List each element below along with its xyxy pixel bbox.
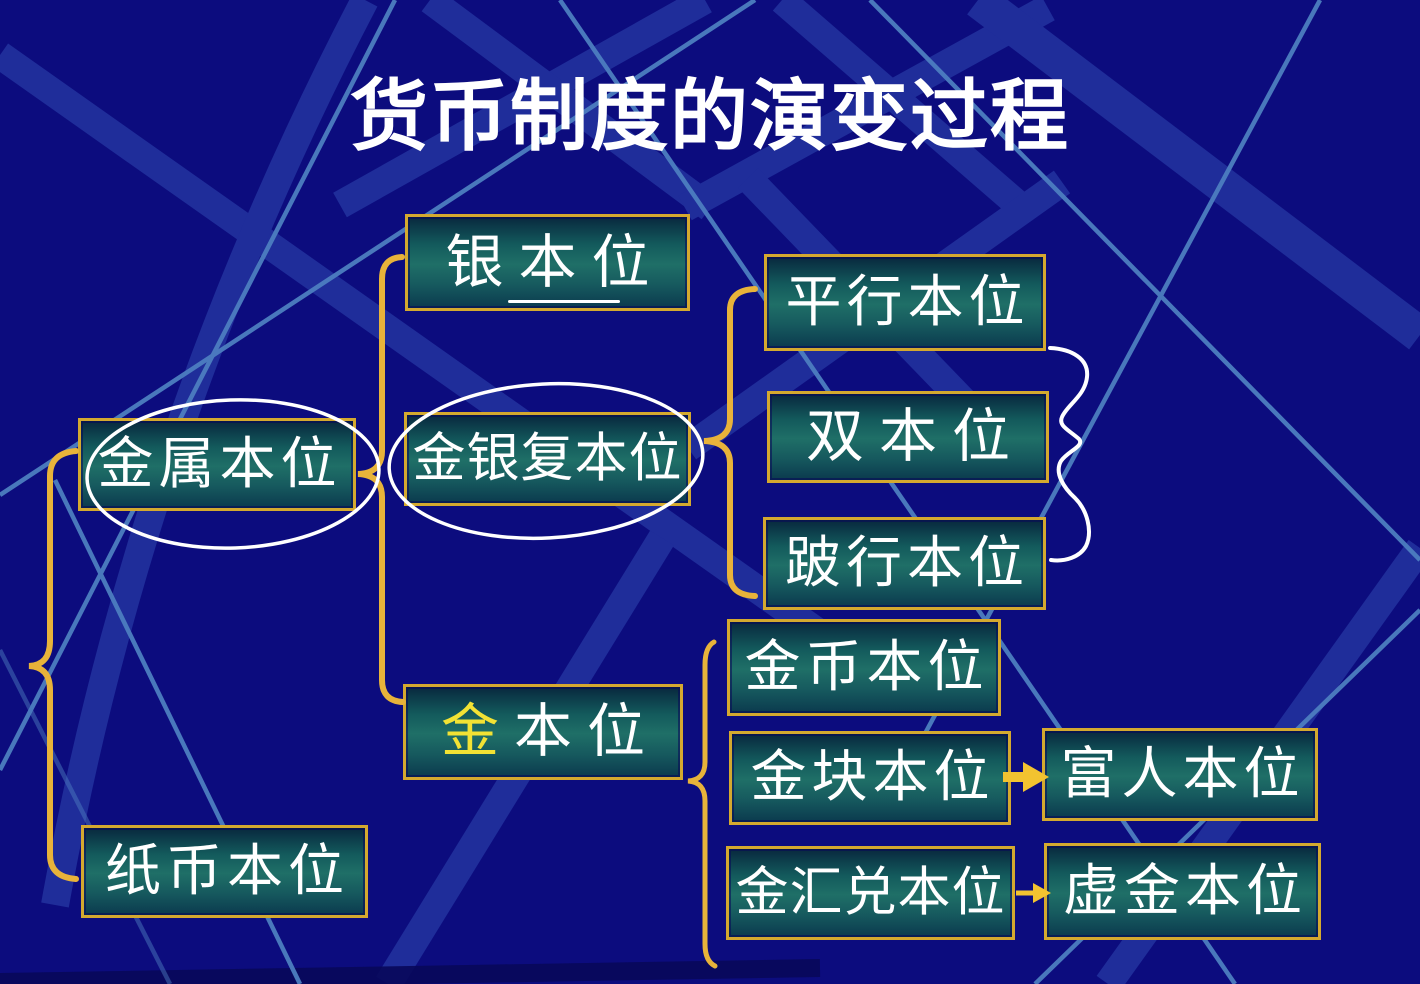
box-parallel-standard: 平行本位: [764, 254, 1046, 351]
box-limping-label: 跛行本位: [785, 532, 1029, 595]
box-silver-standard: 银本位: [405, 214, 690, 311]
box-gold-coin-standard: 金币本位: [727, 619, 1001, 716]
box-bimetallic-standard: 金银复本位: [404, 412, 691, 506]
gold-char-highlight: 金: [440, 699, 514, 764]
box-gold-coin-label: 金币本位: [744, 636, 989, 699]
box-silver-label: 银本位: [445, 229, 665, 295]
box-limping-standard: 跛行本位: [763, 517, 1046, 610]
box-metal-label: 金属本位: [97, 433, 342, 496]
box-gold-exchange-label: 金汇兑本位: [735, 863, 1006, 922]
box-gold-exchange-standard: 金汇兑本位: [726, 846, 1015, 940]
box-paper-standard: 纸币本位: [81, 825, 368, 918]
box-virtual-gold-standard: 虚金本位: [1044, 843, 1321, 940]
box-bimetallic-label: 金银复本位: [412, 429, 683, 488]
slide-title: 货币制度的演变过程: [349, 72, 1070, 160]
box-double-label: 双本位: [805, 404, 1025, 469]
box-parallel-label: 平行本位: [785, 271, 1030, 334]
box-rich-man-label: 富人本位: [1060, 743, 1305, 806]
box-rich-man-standard: 富人本位: [1042, 728, 1318, 821]
box-gold-label-rest: 本位: [514, 699, 661, 764]
brace-metal-substandards: [357, 254, 406, 705]
handdrawn-brace-annotation: [1048, 346, 1091, 563]
box-metal-standard: 金属本位: [78, 418, 356, 511]
box-double-standard: 双本位: [767, 391, 1049, 483]
brace-bimetallic-substandards: [703, 286, 758, 599]
box-virtual-gold-label: 虚金本位: [1063, 860, 1307, 923]
box-gold-bullion-label: 金块本位: [750, 747, 995, 809]
brace-standards-group: [28, 448, 79, 882]
box-gold-bullion-standard: 金块本位: [729, 731, 1011, 825]
box-gold-standard: 金本位: [403, 684, 683, 780]
box-paper-label: 纸币本位: [105, 840, 349, 903]
brace-gold-substandards: [687, 639, 718, 969]
handdrawn-underline: [508, 300, 620, 303]
